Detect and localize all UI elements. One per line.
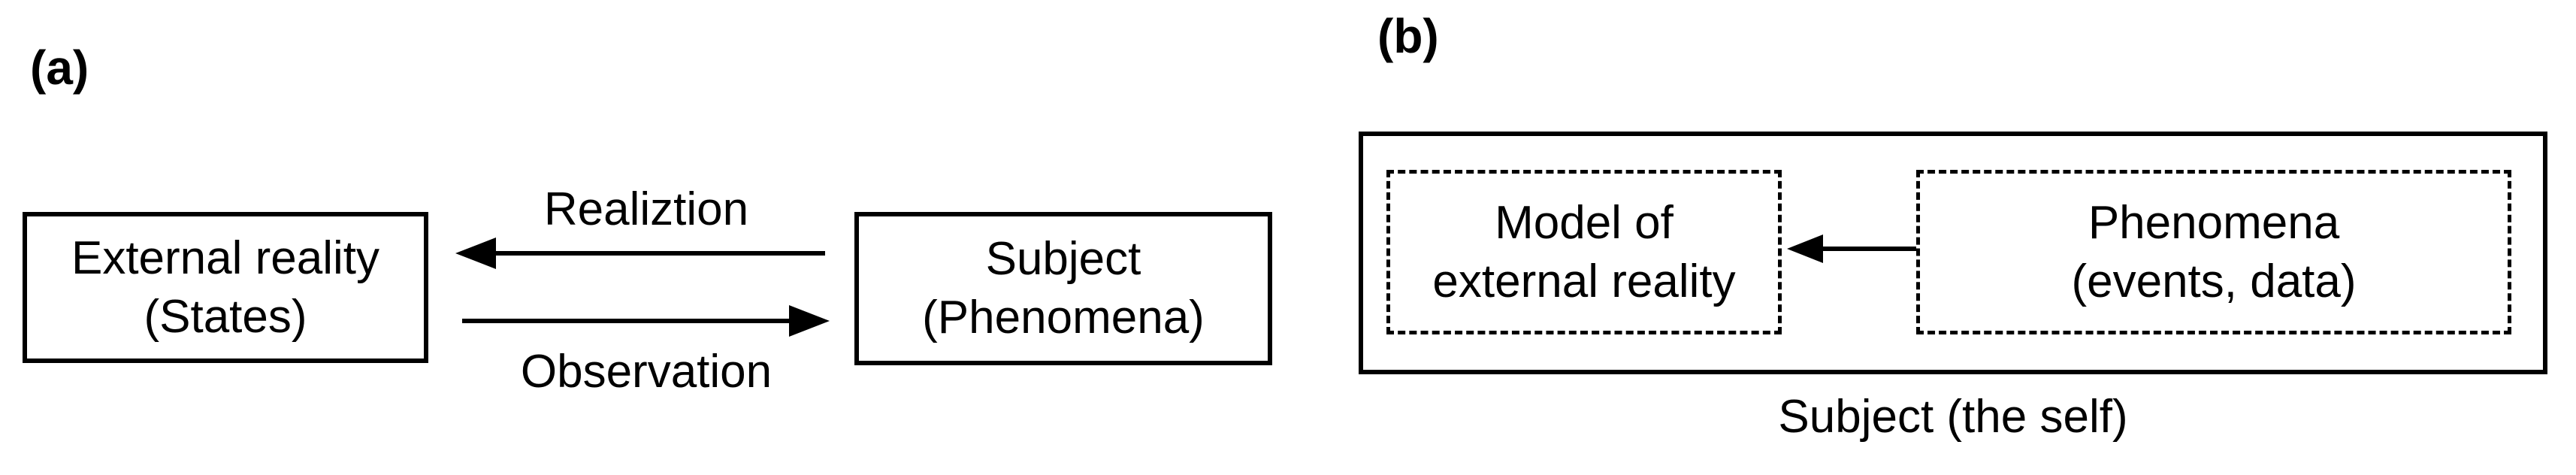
panel-b-label: (b) <box>1377 9 1439 63</box>
left-arrowhead-icon <box>455 238 496 269</box>
phenomena-to-model-arrow-line <box>1819 247 1916 251</box>
realization-arrow-label: Realiztion <box>543 183 749 235</box>
external-reality-line1: External reality <box>71 231 380 284</box>
observation-arrow-label: Observation <box>520 346 772 398</box>
right-arrowhead-icon <box>789 305 830 337</box>
model-of-external-reality-box: Model of external reality <box>1386 170 1782 334</box>
model-box-line1: Model of <box>1495 196 1673 249</box>
observation-arrow-line <box>462 319 793 323</box>
left-arrowhead-icon <box>1787 234 1823 263</box>
subject-phenomena-line1: Subject <box>985 233 1141 285</box>
subject-phenomena-box: Subject (Phenomena) <box>854 212 1272 365</box>
subject-phenomena-line2: (Phenomena) <box>922 292 1205 343</box>
phenomena-box-line2: (events, data) <box>2071 255 2357 307</box>
external-reality-line2: (States) <box>144 290 307 343</box>
panel-a-label: (a) <box>30 41 89 95</box>
realization-arrow-line <box>490 251 825 256</box>
model-box-line2: external reality <box>1432 255 1736 307</box>
subject-self-caption: Subject (the self) <box>1778 391 2128 443</box>
phenomena-box-line1: Phenomena <box>2088 196 2340 249</box>
phenomena-events-data-box: Phenomena (events, data) <box>1916 170 2511 334</box>
external-reality-box: External reality (States) <box>23 212 428 363</box>
